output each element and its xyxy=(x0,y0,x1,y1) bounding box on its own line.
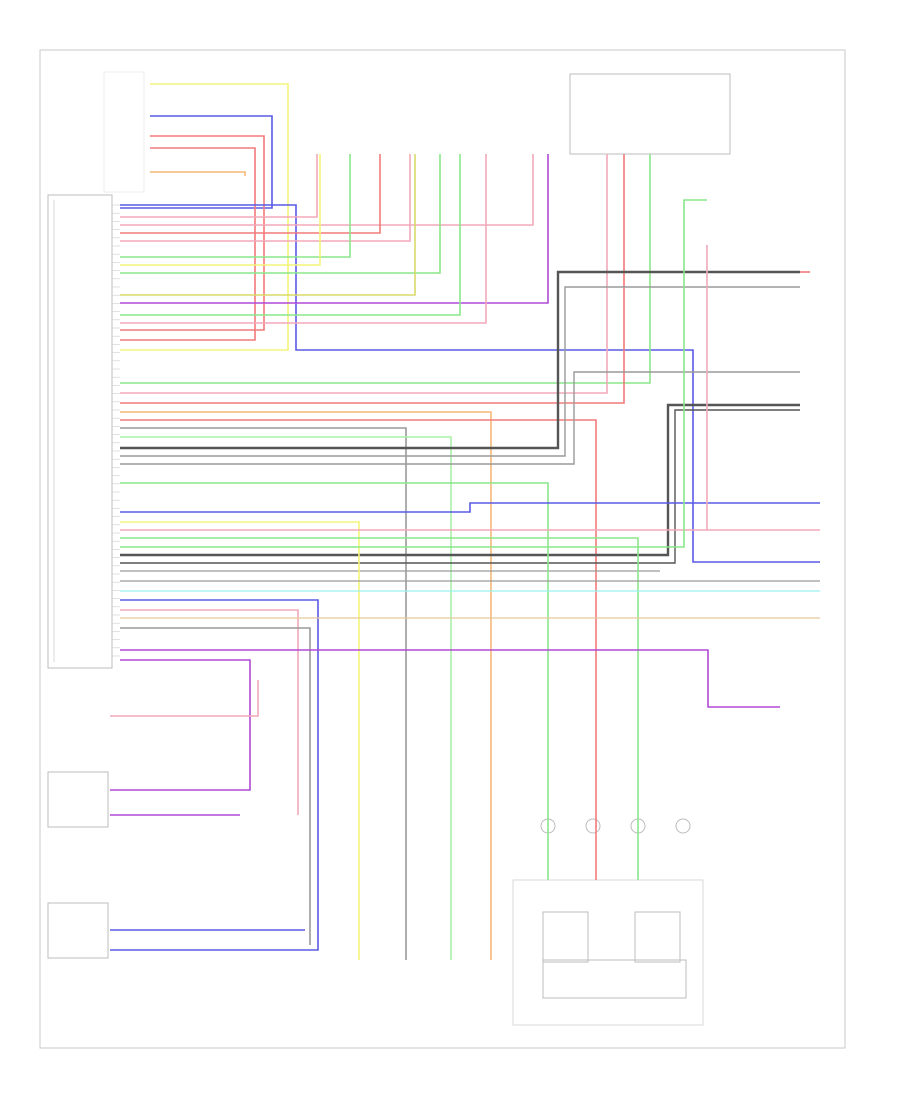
top-right-module-box xyxy=(569,73,731,155)
wire-9 xyxy=(120,154,381,234)
top-switch-box xyxy=(103,71,145,193)
wire-25 xyxy=(120,270,800,450)
wire-4 xyxy=(150,171,246,176)
connector-circle-2 xyxy=(585,818,601,834)
wire-29 xyxy=(120,409,800,564)
wire-20 xyxy=(120,154,625,404)
wire-33 xyxy=(120,521,360,960)
diagram-frame xyxy=(39,49,846,1049)
wire-19 xyxy=(120,154,608,394)
srs-unit-box xyxy=(47,194,113,669)
wire-7 xyxy=(120,154,318,218)
wire-34 xyxy=(120,245,708,531)
wire-12 xyxy=(120,154,321,266)
wire-40 xyxy=(120,609,299,815)
wire-18 xyxy=(120,154,651,384)
wire-15 xyxy=(120,154,549,304)
wire-16 xyxy=(120,154,461,316)
pretensioner-lower-box xyxy=(542,959,687,999)
buckle-switch-box-1 xyxy=(47,771,109,828)
wire-36 xyxy=(120,199,707,548)
wire-5 xyxy=(120,147,256,341)
wire-2 xyxy=(120,115,273,209)
wire-23 xyxy=(120,427,407,960)
wire-44 xyxy=(110,659,251,791)
pretensioner-box-right xyxy=(634,911,681,963)
wire-11 xyxy=(120,154,351,258)
wire-21 xyxy=(120,411,492,960)
wire-39 xyxy=(110,599,319,951)
wire-24 xyxy=(120,436,452,960)
wire-26 xyxy=(120,286,800,457)
wire-28 xyxy=(120,403,800,557)
wire-8 xyxy=(120,154,534,226)
wire-45 xyxy=(110,680,259,717)
wire-17 xyxy=(120,154,487,324)
pretensioner-box-left xyxy=(542,911,589,963)
wire-42 xyxy=(120,627,311,945)
seatbelt-pretensioner-frame xyxy=(512,879,704,1026)
connector-circle-4 xyxy=(675,818,691,834)
wire-27 xyxy=(120,371,800,465)
wire-43 xyxy=(120,649,780,708)
wire-6 xyxy=(120,204,820,563)
wire-35 xyxy=(120,537,639,880)
wire-10 xyxy=(120,154,411,242)
wire-32 xyxy=(120,502,820,513)
wire-31 xyxy=(120,482,549,880)
pins-group xyxy=(112,204,120,657)
wire-22 xyxy=(120,419,597,880)
wires-group xyxy=(110,83,820,960)
buckle-switch-box-2 xyxy=(47,902,109,959)
wire-13 xyxy=(120,154,441,274)
wire-14 xyxy=(120,154,416,296)
